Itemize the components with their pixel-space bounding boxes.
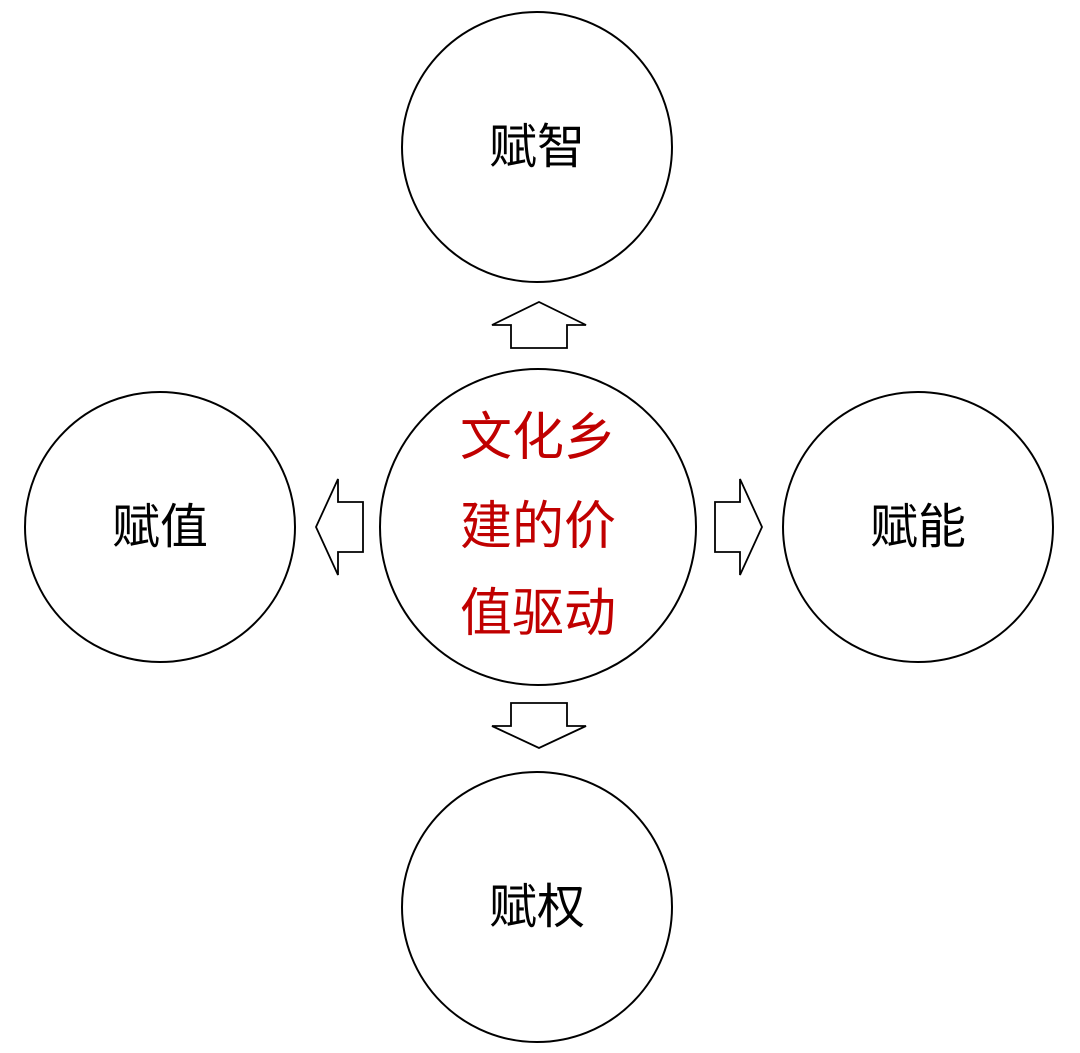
node-right-label: 赋能 [870,499,966,555]
arrow-down-icon [491,702,587,749]
node-bottom-label: 赋权 [489,879,585,935]
node-left-circle [24,391,296,663]
arrow-left-icon [315,478,364,576]
node-top-circle [401,11,673,283]
node-right: 赋能 [782,391,1054,663]
center-label-line-1: 文化乡 [460,408,616,468]
center-label-line-3: 值驱动 [460,584,616,644]
center-label-line-2: 建的价 [460,497,616,557]
node-top: 赋智 [401,11,673,283]
node-center: 文化乡 建的价 值驱动 [379,368,697,686]
arrow-right-icon [714,478,763,576]
node-bottom-circle [401,771,673,1043]
node-left: 赋值 [24,391,296,663]
node-left-label: 赋值 [112,499,208,555]
node-center-circle [379,368,697,686]
node-top-label: 赋智 [489,119,585,175]
arrow-up-icon [491,300,587,349]
node-right-circle [782,391,1054,663]
node-bottom: 赋权 [401,771,673,1043]
